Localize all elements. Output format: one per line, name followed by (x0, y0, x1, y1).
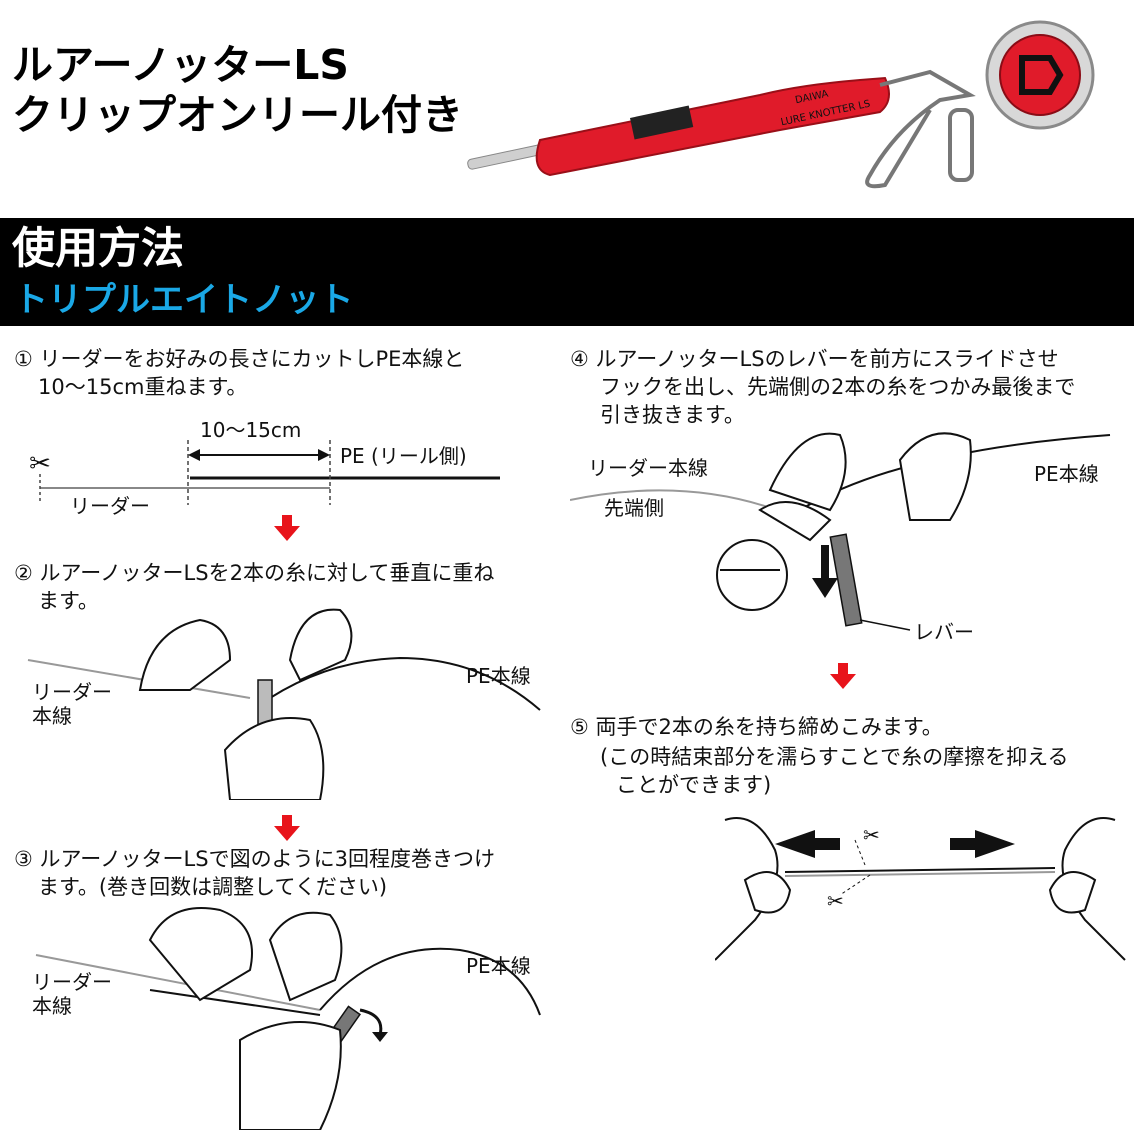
d3-pe-label: PE本線 (466, 954, 531, 978)
step-5-line-3: ことができます) (616, 773, 772, 797)
d2-leader-label-2: 本線 (32, 704, 72, 728)
scissors-icon: ✂ (827, 889, 844, 913)
scissors-icon: ✂ (29, 449, 51, 479)
step-3-line-1: ③ ルアーノッターLSで図のように3回程度巻きつけ (14, 847, 495, 871)
product-image (467, 20, 1095, 189)
banner (0, 218, 1134, 326)
step-4-line-3: 引き抜きます。 (600, 403, 745, 427)
banner-subheading: トリプルエイトノット (14, 280, 354, 320)
step-5-line-1: ⑤ 両手で2本の糸を持ち締めこみます。 (570, 715, 943, 739)
d1-measure: 10〜15cm (200, 418, 302, 442)
diagram-4 (570, 432, 1111, 631)
d4-lever-label: レバー (914, 620, 974, 644)
d2-leader-label: リーダー (32, 680, 112, 704)
step-2-line-2: ます。 (38, 589, 99, 613)
d1-leader-label: リーダー (70, 494, 150, 518)
step-1-line-1: ① リーダーをお好みの長さにカットしPE本線と (14, 347, 465, 371)
title-line-2: クリップオンリール付き (12, 91, 463, 139)
step-4-line-2: フックを出し、先端側の2本の糸をつかみ最後まで (600, 375, 1076, 399)
diagram-1: ✂ (29, 440, 500, 505)
down-arrow-icon (274, 815, 300, 841)
diagram-5: ✂ ✂ (715, 817, 1126, 961)
scissors-icon: ✂ (863, 823, 880, 847)
d3-leader-label: リーダー (32, 970, 112, 994)
d4-leader-label: リーダー本線 (588, 456, 708, 480)
step-1-line-2: 10〜15cm重ねます。 (38, 375, 248, 399)
d4-pe-label: PE本線 (1034, 462, 1099, 486)
step-5-line-2: (この時結束部分を濡らすことで糸の摩擦を抑える (600, 745, 1069, 769)
banner-heading: 使用方法 (12, 224, 184, 274)
d4-tip-label: 先端側 (604, 496, 664, 520)
step-2-line-1: ② ルアーノッターLSを2本の糸に対して垂直に重ね (14, 561, 495, 585)
step-4-line-1: ④ ルアーノッターLSのレバーを前方にスライドさせ (570, 347, 1059, 371)
title-line-1: ルアーノッターLS (12, 41, 349, 89)
down-arrow-icon (830, 663, 856, 689)
diagram-2 (27, 608, 541, 800)
step-3-line-2: ます。(巻き回数は調整してください) (38, 875, 388, 899)
d1-pe-label: PE (リール側) (340, 444, 467, 468)
d3-leader-label-2: 本線 (32, 994, 72, 1018)
d2-pe-label: PE本線 (466, 664, 531, 688)
diagram-3 (35, 907, 541, 1130)
down-arrow-icon (274, 515, 300, 541)
